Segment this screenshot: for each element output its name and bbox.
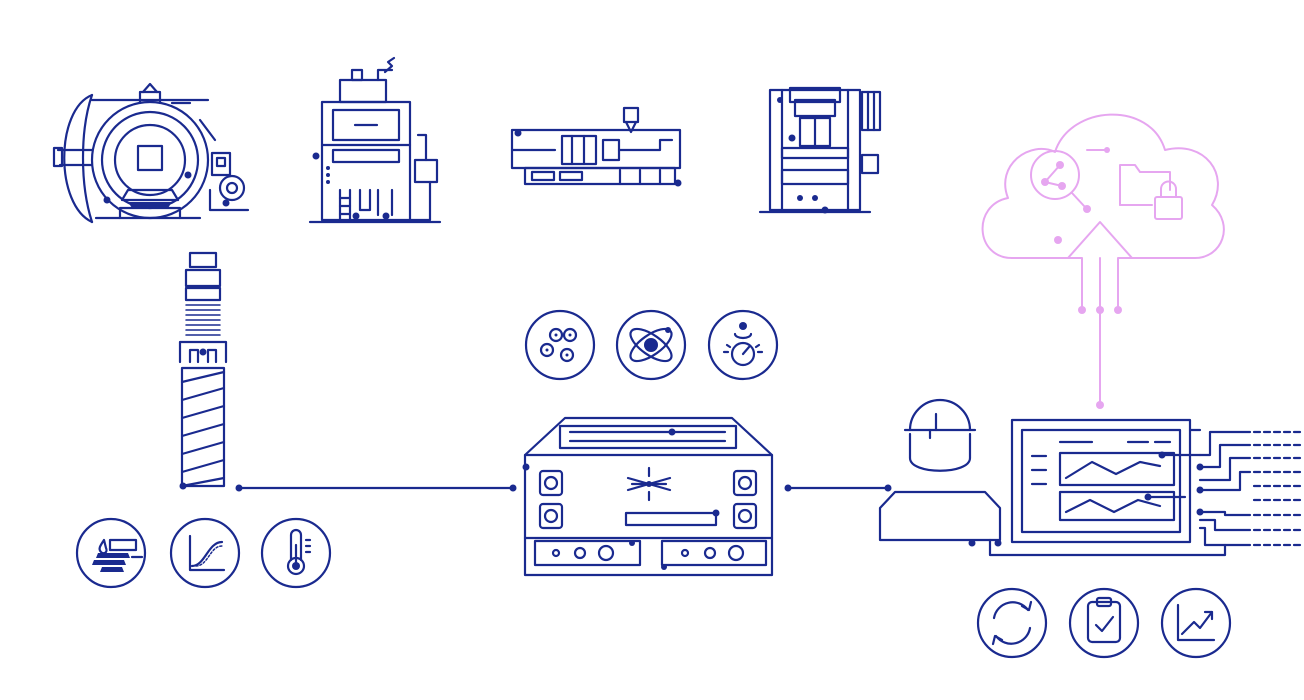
monitor-dashboard-icon [1010,418,1202,544]
trend-chart-icon [1160,587,1232,659]
cloud-icon [981,113,1225,409]
oven-press-icon [308,56,442,224]
moisture-cure-icon [75,517,147,589]
thermometer-icon [260,517,332,589]
data-acquisition-unit-icon [522,416,774,577]
sync-icon [976,587,1048,659]
gears-icon [524,309,596,381]
atom-icon [615,309,687,381]
network-search-icon [1030,147,1110,213]
gauge-icon [707,309,779,381]
autoclave-icon [52,82,250,224]
hydraulic-press-icon [758,86,882,214]
upload-arrow-icon [1054,221,1133,409]
folder-lock-icon [1119,164,1183,220]
clipboard-check-icon [1068,587,1140,659]
operator-icon [878,398,1227,557]
injection-molding-icon [510,106,682,187]
cure-curve-icon [169,517,241,589]
output-signal-lines [1196,430,1304,547]
probe-sensor-icon [178,251,228,490]
